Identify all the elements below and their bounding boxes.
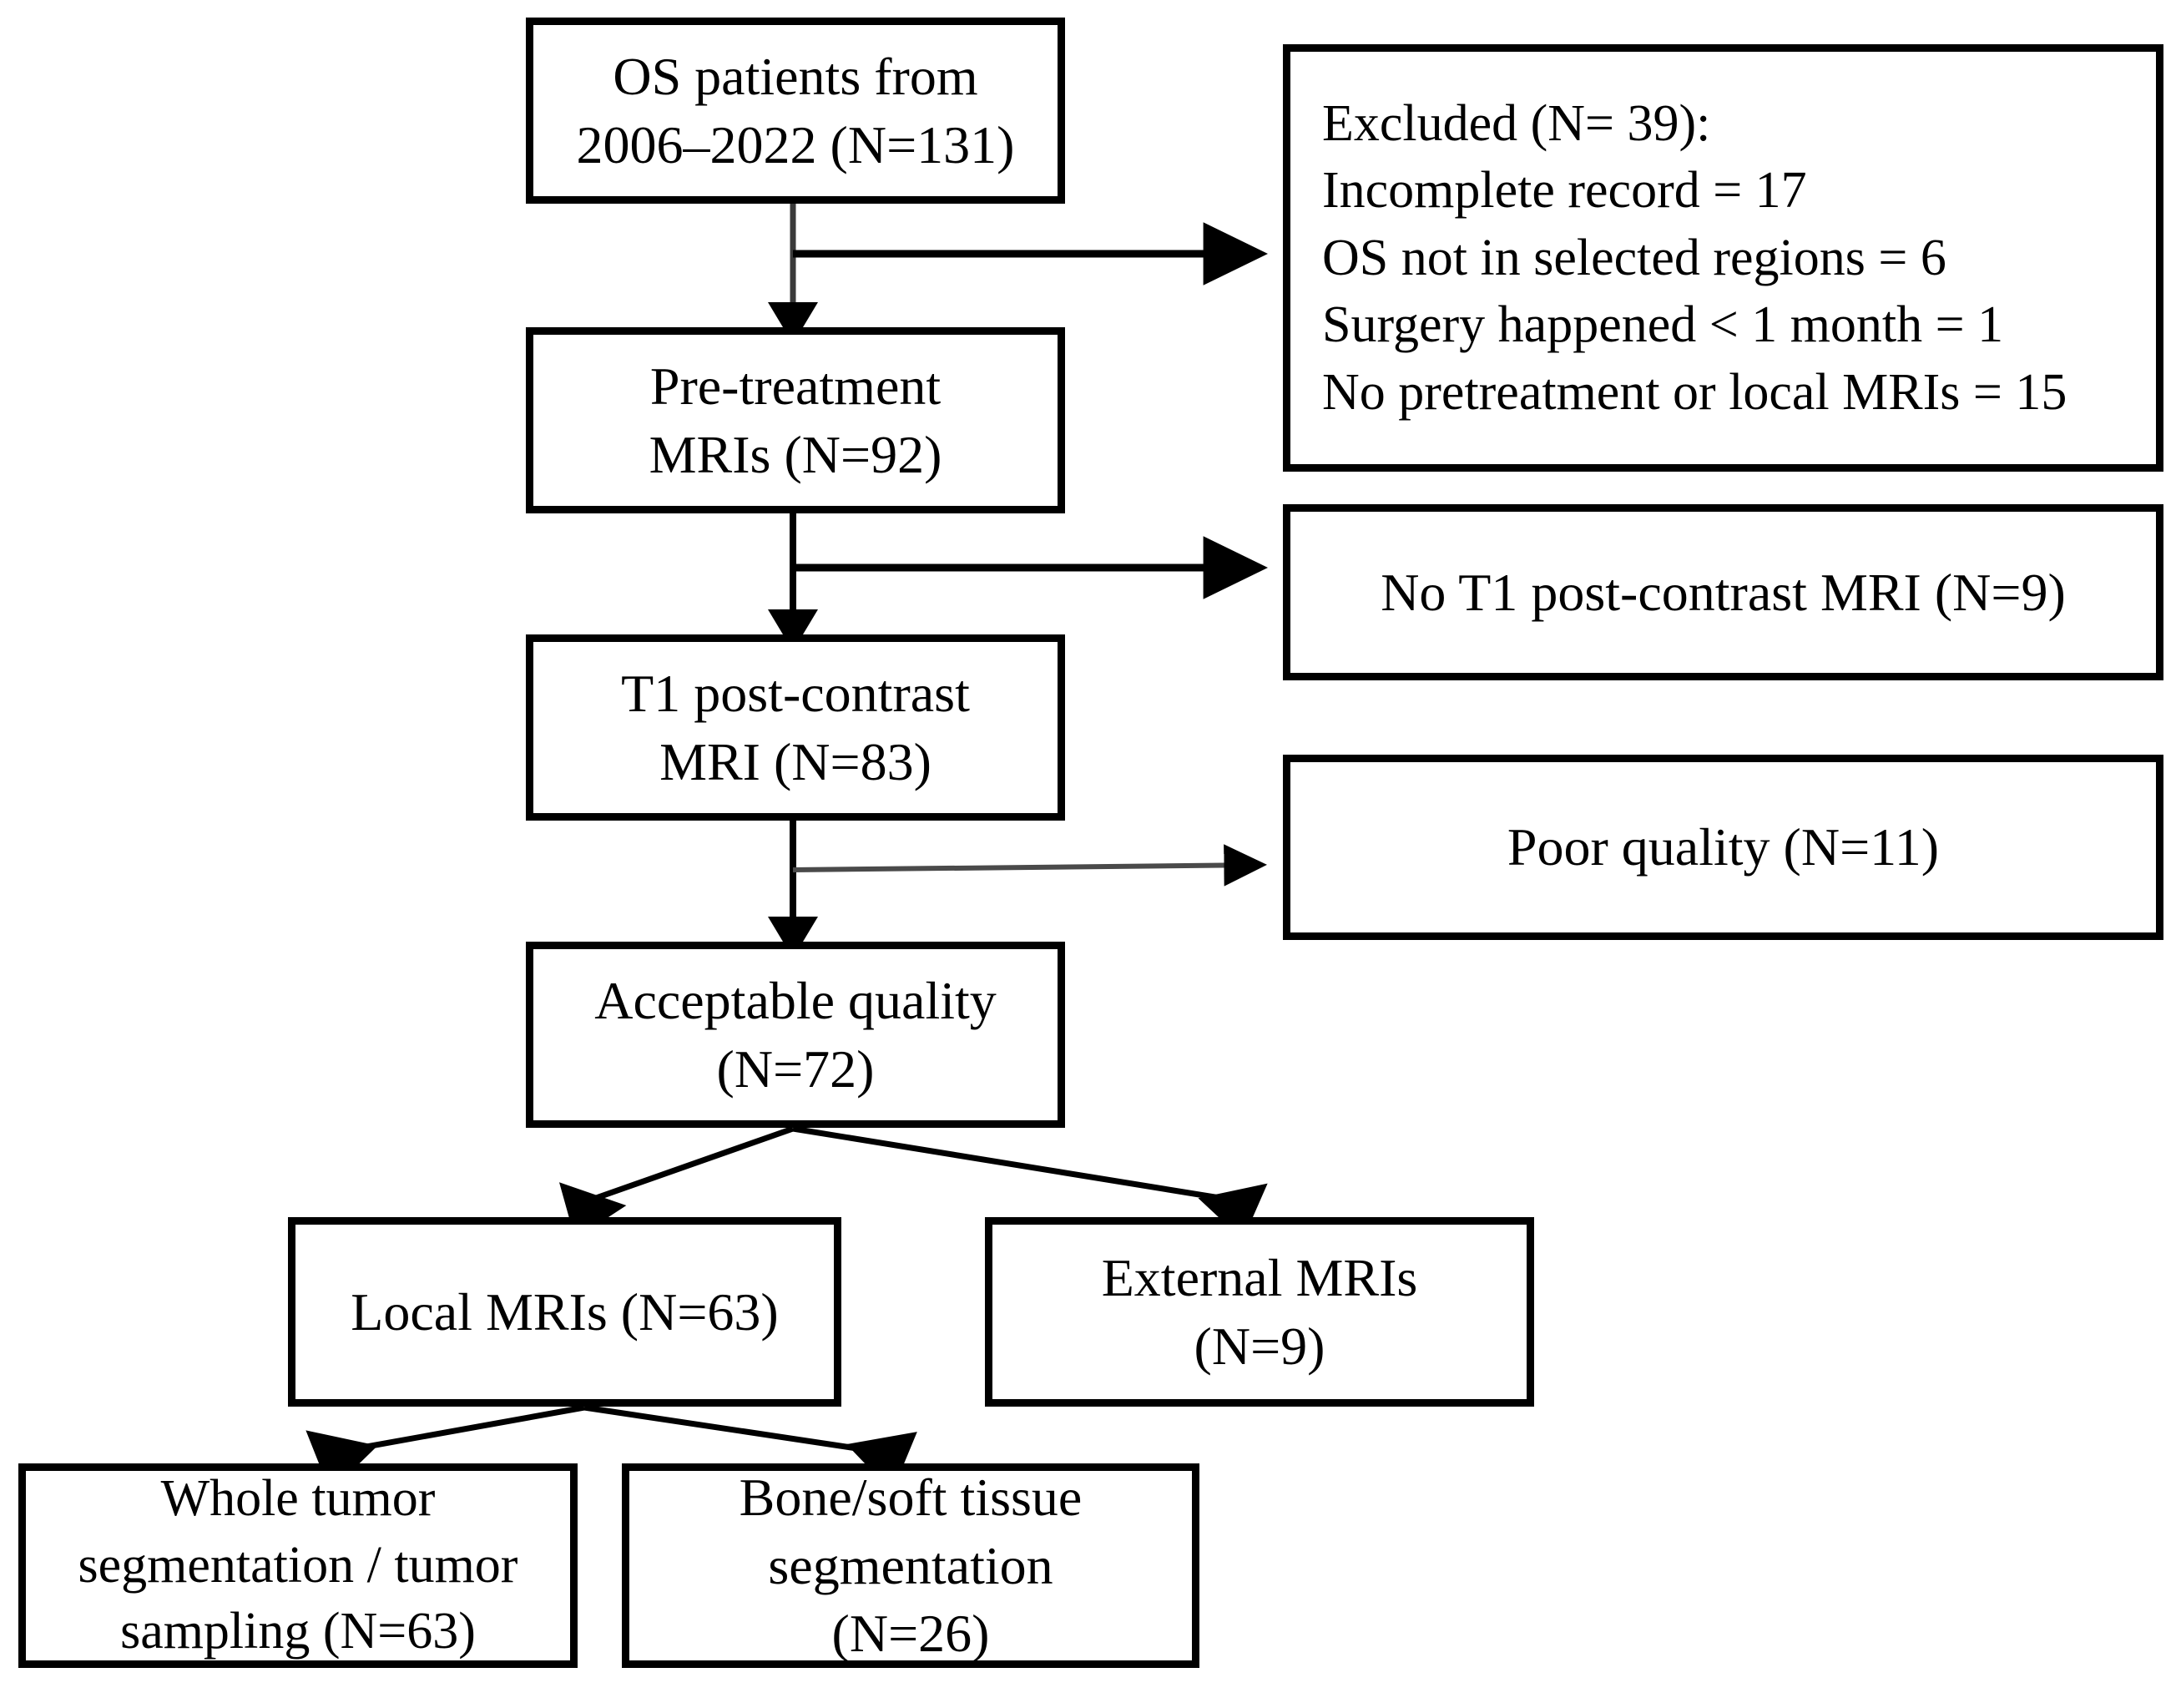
node-label: T1 post-contrast MRI (N=83) <box>621 663 970 791</box>
node-pretreatment-mris[interactable]: Pre-treatment MRIs (N=92) <box>526 327 1065 513</box>
node-local-mris[interactable]: Local MRIs (N=63) <box>288 1217 841 1407</box>
node-label: Local MRIs (N=63) <box>351 1281 779 1342</box>
node-excluded[interactable]: Excluded (N= 39): Incomplete record = 17… <box>1283 44 2163 472</box>
node-label: Acceptable quality (N=72) <box>594 970 997 1099</box>
node-label: No T1 post-contrast MRI (N=9) <box>1381 562 2066 622</box>
connector-n3-to-n4 <box>768 821 818 958</box>
node-label: Whole tumor segmentation / tumor samplin… <box>78 1470 518 1660</box>
node-bone-soft-tissue-segmentation[interactable]: Bone/soft tissue segmentation (N=26) <box>622 1463 1199 1668</box>
node-acceptable-quality[interactable]: Acceptable quality (N=72) <box>526 942 1065 1128</box>
node-t1-post-contrast-mri[interactable]: T1 post-contrast MRI (N=83) <box>526 634 1065 821</box>
node-no-t1-post-contrast[interactable]: No T1 post-contrast MRI (N=9) <box>1283 504 2163 680</box>
node-external-mris[interactable]: External MRIs (N=9) <box>985 1217 1534 1407</box>
node-label: Poor quality (N=11) <box>1507 817 1940 877</box>
node-label: Bone/soft tissue segmentation (N=26) <box>739 1467 1083 1664</box>
connector-n3-to-poor-quality <box>792 844 1267 887</box>
node-poor-quality[interactable]: Poor quality (N=11) <box>1283 755 2163 940</box>
node-whole-tumor-segmentation[interactable]: Whole tumor segmentation / tumor samplin… <box>18 1463 578 1668</box>
connector-n1-to-n2 <box>768 204 818 344</box>
node-label: Excluded (N= 39): Incomplete record = 17… <box>1322 94 2067 421</box>
node-label: OS patients from 2006–2022 (N=131) <box>576 46 1015 174</box>
node-label: External MRIs (N=9) <box>1101 1247 1418 1376</box>
node-os-patients[interactable]: OS patients from 2006–2022 (N=131) <box>526 18 1065 204</box>
node-label: Pre-treatment MRIs (N=92) <box>649 356 942 484</box>
connector-n2-to-n3 <box>768 513 818 651</box>
